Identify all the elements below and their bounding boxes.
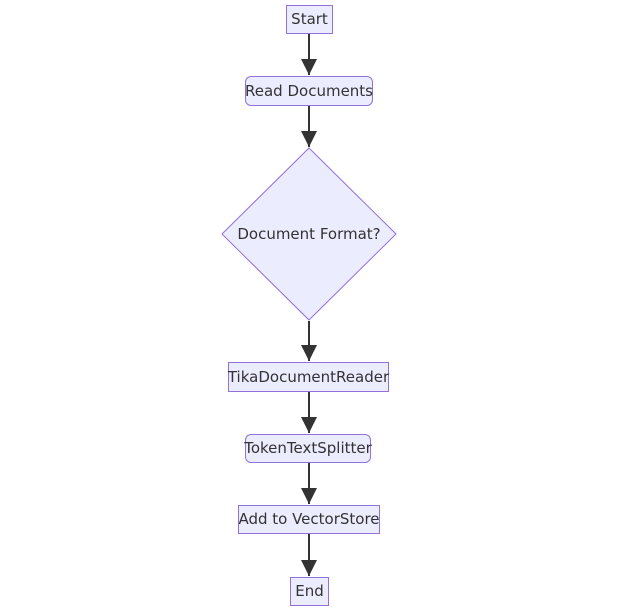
node-end: End	[290, 577, 329, 606]
node-read-documents: Read Documents	[245, 76, 373, 106]
node-token-text-splitter: TokenTextSplitter	[244, 434, 372, 463]
node-tika-document-reader: TikaDocumentReader	[228, 362, 389, 392]
node-add-to-vectorstore: Add to VectorStore	[238, 505, 380, 534]
decision-diamond-shape	[221, 147, 397, 321]
node-document-format-label: Document Format?	[237, 225, 381, 243]
node-start: Start	[286, 5, 333, 34]
